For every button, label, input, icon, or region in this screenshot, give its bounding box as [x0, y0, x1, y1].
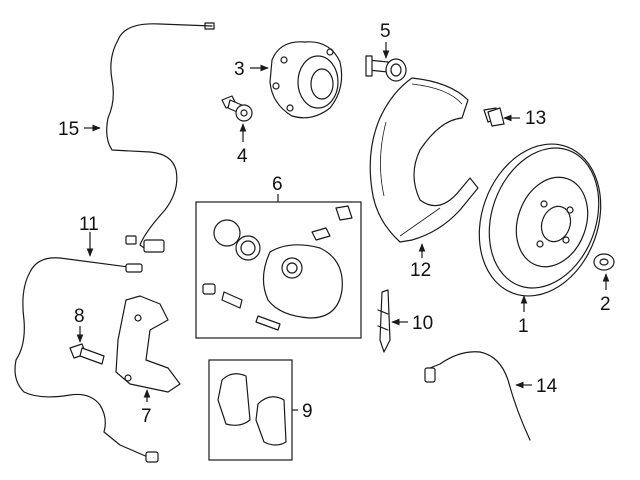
brake-rotor-1	[478, 143, 602, 297]
callout-leaders	[76, 42, 610, 411]
wheel-hub-3	[269, 41, 343, 119]
callout-1: 1	[518, 316, 529, 337]
pad-clip-10	[377, 289, 391, 353]
wheel-speed-sensor-15	[106, 22, 215, 253]
callout-6: 6	[272, 174, 283, 195]
callout-2: 2	[600, 294, 611, 315]
callout-8: 8	[74, 306, 85, 327]
callout-12: 12	[410, 260, 431, 281]
callout-4: 4	[237, 146, 248, 167]
axle-bolt-5	[365, 55, 407, 82]
wear-sensor-14	[424, 351, 531, 441]
callout-7: 7	[141, 406, 152, 427]
brake-pads-box-9	[208, 359, 293, 461]
caliper-box-6	[195, 201, 362, 339]
callout-13: 13	[525, 108, 546, 129]
callout-9: 9	[302, 401, 313, 422]
callout-15: 15	[58, 119, 79, 140]
rotor-screw-2	[593, 253, 615, 271]
shield-bolt-13	[483, 107, 505, 127]
hub-bolt-4	[221, 95, 253, 122]
splash-shield-12	[369, 77, 479, 243]
wheel-speed-sensor-11	[14, 257, 159, 463]
bracket-bolt-8	[69, 343, 105, 365]
caliper-bracket-7	[115, 295, 181, 393]
callout-10: 10	[412, 313, 433, 334]
callout-11: 11	[79, 214, 99, 235]
callout-14: 14	[536, 376, 558, 397]
callout-3: 3	[234, 59, 245, 80]
callout-5: 5	[380, 21, 391, 42]
